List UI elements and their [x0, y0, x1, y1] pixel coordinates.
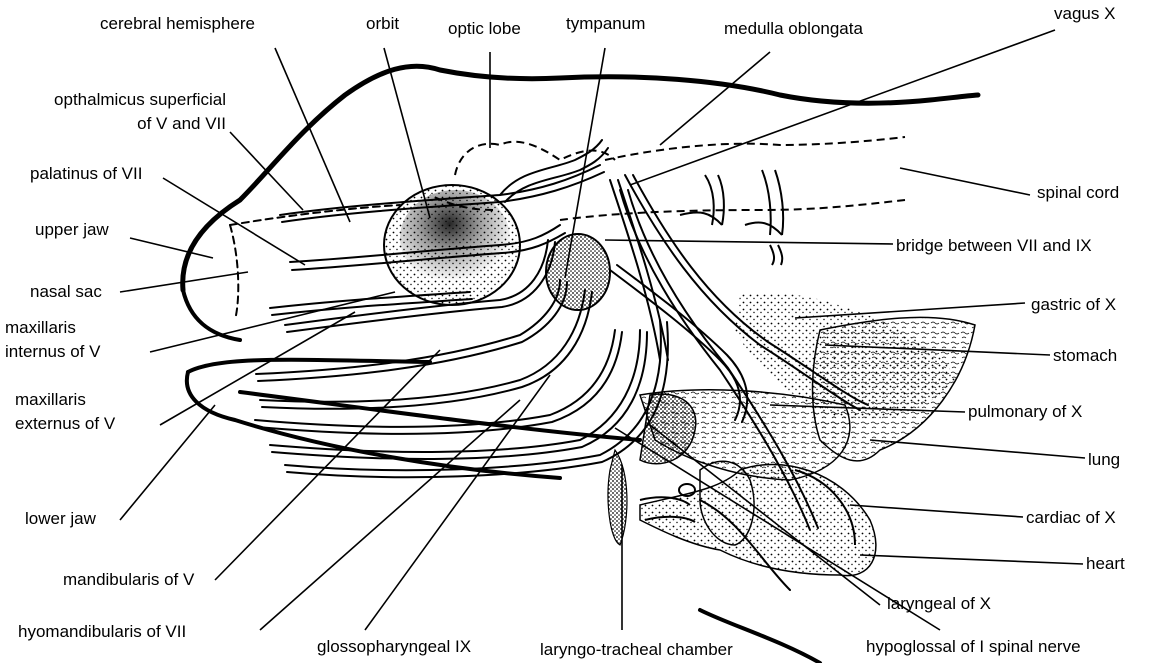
label-maxillaris-internus-line-2: internus of V [5, 342, 100, 361]
leader-lung [870, 440, 1085, 458]
label-hypoglossal: hypoglossal of I spinal nerve [866, 637, 1081, 656]
leader-cerebral-hemisphere [275, 48, 350, 222]
label-vagus: vagus X [1054, 4, 1115, 23]
leader-upper-jaw [130, 238, 213, 258]
label-gastric: gastric of X [1031, 295, 1116, 314]
label-opthalmicus-line-2: of V and VII [10, 114, 226, 133]
label-pulmonary: pulmonary of X [968, 402, 1082, 421]
leader-lower-jaw [120, 405, 215, 520]
label-lung: lung [1088, 450, 1120, 469]
label-palatinus: palatinus of VII [30, 164, 142, 183]
label-maxillaris-externus-line-1: maxillaris [15, 390, 86, 409]
label-optic-lobe: optic lobe [448, 19, 521, 38]
label-tympanum: tympanum [566, 14, 645, 33]
label-heart: heart [1086, 554, 1125, 573]
label-laryngeal: laryngeal of X [887, 594, 991, 613]
leader-heart [860, 555, 1083, 564]
spinal-nerve-roots [680, 170, 783, 265]
label-cerebral-hemisphere: cerebral hemisphere [100, 14, 255, 33]
label-upper-jaw: upper jaw [35, 220, 109, 239]
label-glossopharyngeal: glossopharyngeal IX [317, 637, 471, 656]
label-spinal-cord: spinal cord [1037, 183, 1119, 202]
label-opthalmicus-line-1: opthalmicus superficial [10, 90, 226, 109]
label-medulla-oblongata: medulla oblongata [724, 19, 863, 38]
leader-vagus [630, 30, 1055, 185]
leader-orbit [384, 48, 430, 218]
label-lower-jaw: lower jaw [25, 509, 96, 528]
label-stomach: stomach [1053, 346, 1117, 365]
label-maxillaris-internus-line-1: maxillaris [5, 318, 76, 337]
label-nasal-sac: nasal sac [30, 282, 102, 301]
label-bridge: bridge between VII and IX [896, 236, 1092, 255]
label-orbit: orbit [366, 14, 399, 33]
label-hyomandibularis: hyomandibularis of VII [18, 622, 186, 641]
label-laryngo-tracheal: laryngo-tracheal chamber [540, 640, 733, 659]
leader-cardiac [850, 505, 1023, 517]
leader-spinal-cord [900, 168, 1030, 195]
leader-mandibularis [215, 350, 440, 580]
label-cardiac: cardiac of X [1026, 508, 1116, 527]
label-mandibularis: mandibularis of V [63, 570, 194, 589]
leader-medulla-oblongata [660, 52, 770, 145]
label-maxillaris-externus-line-2: externus of V [15, 414, 115, 433]
